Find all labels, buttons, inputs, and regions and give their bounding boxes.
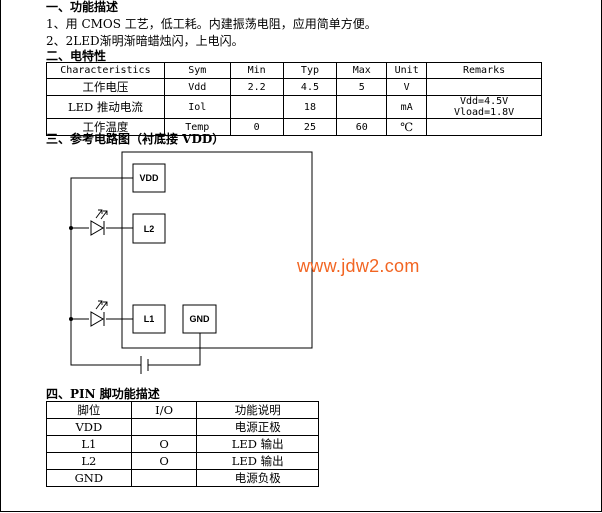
led1-icon: [90, 300, 108, 327]
pin-label-l2: L2: [144, 224, 155, 234]
feature-1: 1、用 CMOS 工艺，低工耗。内建振荡电阻，应用简单方便。: [46, 17, 377, 31]
pin-label-gnd: GND: [190, 314, 211, 324]
features-title: 一、功能描述: [46, 0, 119, 14]
wire-vdd-left-rail: [70, 177, 141, 366]
spec-cell: mA: [386, 95, 428, 119]
wire-gnd: [148, 333, 201, 366]
spec-cell: Iol: [163, 95, 231, 119]
circuit-title: 三、参考电路图（衬底接 VDD）: [46, 132, 225, 146]
spec-cell: Vdd=4.5V Vload=1.8V: [426, 95, 542, 119]
pin-header: I/O: [130, 401, 198, 419]
spec-cell: Temp: [163, 118, 231, 136]
pin-header-row: 脚位 I/O 功能说明: [46, 401, 319, 419]
spec-cell: 25: [282, 118, 338, 136]
spec-row: 工作温度 Temp 0 25 60 ℃: [46, 118, 542, 136]
pin-header: 功能说明: [196, 401, 319, 419]
pin-cell: L2: [46, 452, 132, 470]
spec-cell: [336, 95, 388, 119]
spec-table: Characteristics Sym Min Typ Max Unit Rem…: [46, 62, 542, 136]
pin-row: GND 电源负极: [46, 469, 319, 487]
pin-cell: LED 输出: [196, 452, 319, 470]
pin-row: L2 O LED 输出: [46, 452, 319, 470]
pin-cell: 电源正极: [196, 418, 319, 436]
spec-cell: [426, 118, 542, 136]
watermark-url: www.jdw2.com: [297, 256, 420, 276]
pin-cell: [130, 418, 198, 436]
pin-label-vdd: VDD: [139, 173, 159, 183]
spec-row: LED 推动电流 Iol 18 mA Vdd=4.5V Vload=1.8V: [46, 95, 542, 119]
spec-row: 工作电压 Vdd 2.2 4.5 5 V: [46, 78, 542, 96]
junction-dot: [69, 226, 73, 230]
spec-header-row: Characteristics Sym Min Typ Max Unit Rem…: [46, 62, 542, 79]
pin-cell: O: [130, 452, 198, 470]
pin-cell: [130, 469, 198, 487]
pin-row: L1 O LED 输出: [46, 435, 319, 453]
pin-cell: LED 输出: [196, 435, 319, 453]
pin-title: 四、PIN 脚功能描述: [46, 387, 160, 401]
pin-header: 脚位: [46, 401, 132, 419]
pin-cell: O: [130, 435, 198, 453]
electrical-title: 二、电特性: [46, 49, 107, 63]
pin-cell: L1: [46, 435, 132, 453]
ic-body: [121, 151, 313, 349]
spec-cell: 工作温度: [46, 118, 165, 136]
feature-2: 2、2LED渐明渐暗蜡烛闪，上电闪。: [46, 34, 244, 48]
pin-row: VDD 电源正极: [46, 418, 319, 436]
led2-icon: [90, 209, 108, 236]
pin-label-l1: L1: [144, 314, 155, 324]
pin-cell: GND: [46, 469, 132, 487]
pin-table: 脚位 I/O 功能说明 VDD 电源正极 L1 O LED 输出 L2 O LE…: [46, 401, 319, 487]
junction-dot: [69, 317, 73, 321]
pin-cell: 电源负极: [196, 469, 319, 487]
spec-cell: 工作电压: [46, 78, 165, 96]
pin-cell: VDD: [46, 418, 132, 436]
